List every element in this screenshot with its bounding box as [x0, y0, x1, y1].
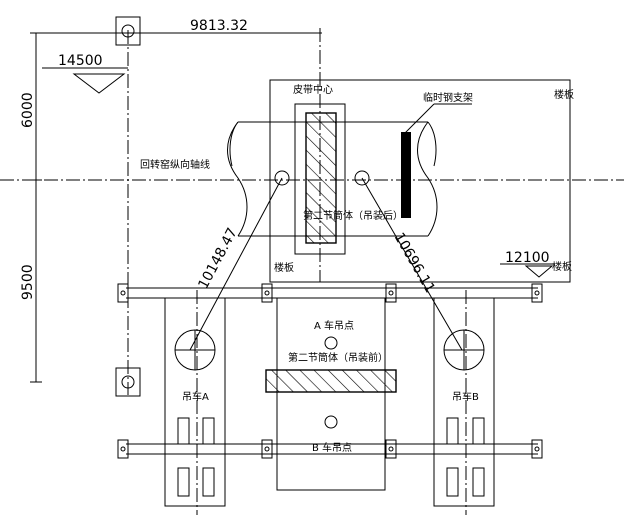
dim-vertical-upper: 6000: [20, 92, 36, 128]
dim-diag-left: 10148.47: [195, 225, 240, 292]
lug-right: [354, 170, 370, 186]
transport-vehicle: [276, 297, 386, 491]
outrigger-bottom: [117, 439, 543, 459]
temp-steel-support: [401, 132, 411, 218]
hoist-point-b-marker: [324, 415, 338, 429]
belt-frame: [294, 103, 346, 255]
section-before-lifting: [265, 369, 397, 393]
elev-right-value: 12100: [505, 250, 550, 266]
lug-left: [274, 170, 290, 186]
building-outline: [269, 79, 571, 283]
label-crane-a: 吊车A: [182, 390, 209, 403]
label-hoist-point-a: A 车吊点: [314, 319, 354, 332]
label-kiln-axis: 回转窑纵向轴线: [140, 158, 210, 171]
elev-marker-left: [72, 73, 126, 94]
leader-temp-support: [403, 103, 435, 135]
label-hoist-point-b: B 车吊点: [312, 441, 352, 454]
hoist-point-a-marker: [324, 336, 338, 350]
column-bottom: [115, 367, 141, 397]
crane-b: [433, 297, 495, 507]
crane-a: [164, 297, 226, 507]
sling-left: [189, 177, 283, 351]
dim-diag-right: 10696.11: [391, 230, 438, 296]
outrigger-top: [117, 283, 543, 303]
label-temp-support: 临时钢支架: [423, 91, 473, 104]
label-floor-bottom-right: 楼板: [552, 260, 572, 273]
label-section-before: 第二节筒体（吊装前）: [288, 351, 388, 364]
label-floor-top-right: 楼板: [554, 88, 574, 101]
sling-right: [361, 177, 463, 351]
dim-vertical-lower: 9500: [20, 264, 36, 300]
label-floor-bottom-left: 楼板: [274, 261, 294, 274]
label-crane-b: 吊车B: [452, 390, 479, 403]
elev-marker-right: [524, 265, 554, 278]
elev-left-value: 14500: [58, 53, 103, 69]
label-belt-center: 皮带中心: [293, 83, 333, 96]
column-top: [115, 16, 141, 46]
label-section-after: 第二节筒体（吊装后）: [303, 209, 403, 222]
section-after-lifting: [305, 112, 337, 244]
dim-top-span: 9813.32: [190, 18, 248, 34]
